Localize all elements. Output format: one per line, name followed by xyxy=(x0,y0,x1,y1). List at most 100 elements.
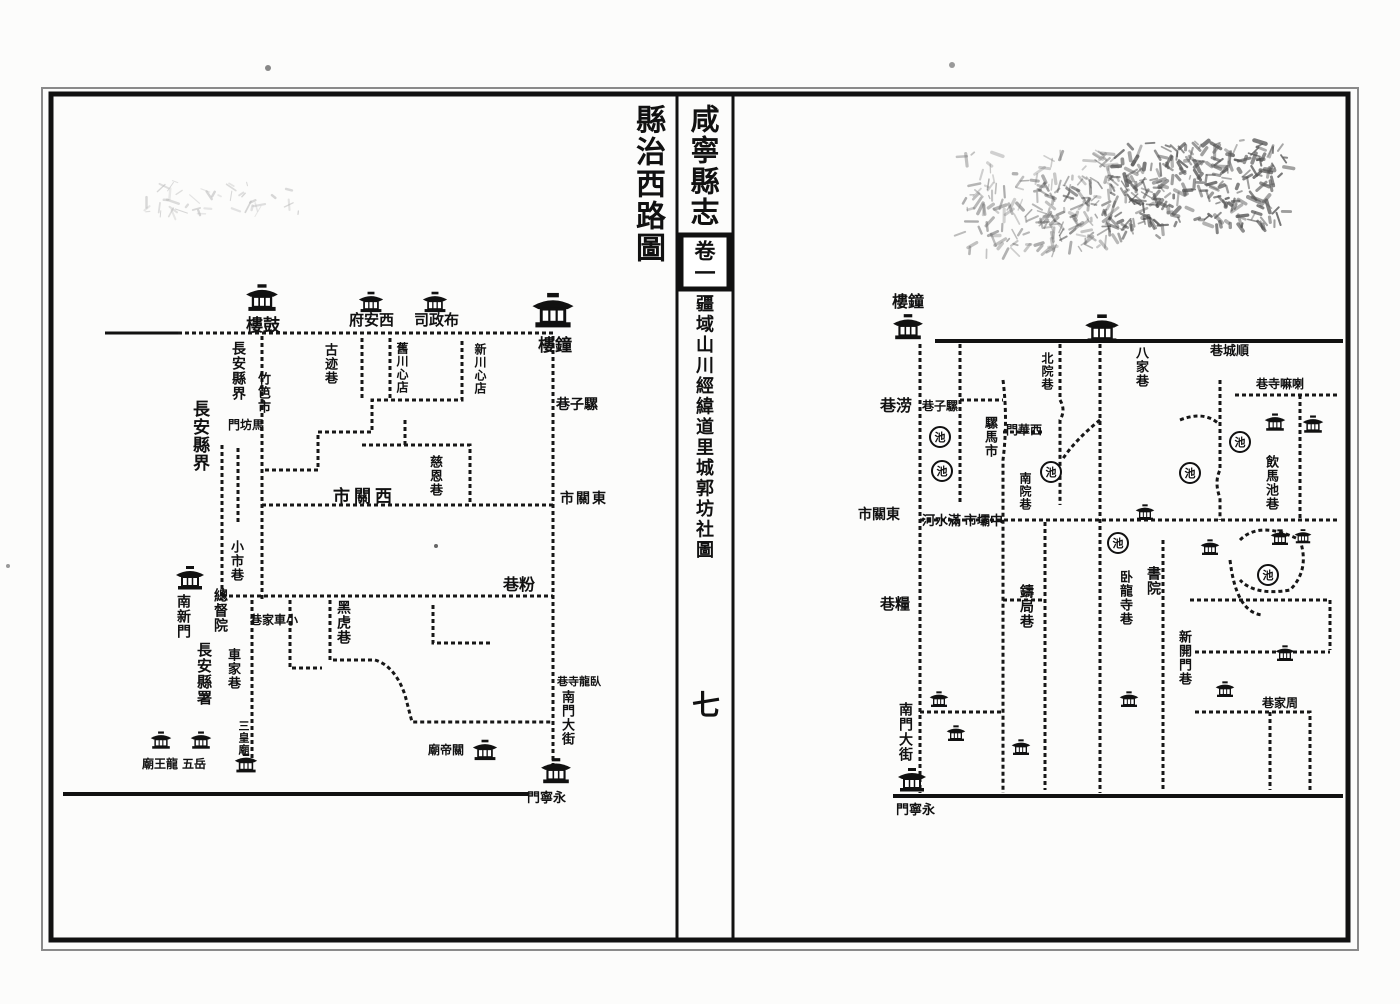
smudge-stroke xyxy=(1132,217,1136,228)
smudge-stroke xyxy=(986,161,994,168)
smudge-stroke xyxy=(1160,145,1172,153)
label-shuncheng-xiang: 順城巷 xyxy=(1210,344,1250,359)
smudge-stroke xyxy=(1247,218,1259,223)
smudge-stroke xyxy=(1168,203,1174,209)
smudge-stroke xyxy=(1006,204,1012,211)
smudge-stroke xyxy=(1062,184,1068,187)
smudge-stroke xyxy=(1158,162,1163,177)
smudge-stroke xyxy=(1051,243,1057,258)
smudge-stroke xyxy=(1206,183,1219,191)
smudge-stroke xyxy=(1207,212,1213,218)
ink-smudge xyxy=(143,138,1296,260)
label-wolongsi-xiang: 臥龍寺巷 xyxy=(557,675,601,688)
road-path xyxy=(362,443,472,505)
smudge-stroke xyxy=(1149,162,1153,172)
ink-speck xyxy=(265,65,271,71)
label-changan-shu: 長安縣署 xyxy=(195,642,213,706)
smudge-stroke xyxy=(1045,247,1055,254)
label-lao-xiang: 涝巷 xyxy=(880,396,913,415)
smudge-stroke xyxy=(1012,242,1019,247)
smudge-stroke xyxy=(167,182,174,192)
smudge-stroke xyxy=(1033,241,1045,247)
smudge-stroke xyxy=(1127,151,1133,163)
smudge-stroke xyxy=(250,204,254,212)
buzheng-si-icon xyxy=(421,290,449,314)
road-path xyxy=(328,600,553,724)
smudge-stroke xyxy=(1114,211,1123,218)
smudge-stroke xyxy=(1250,151,1258,165)
smudge-stroke xyxy=(1051,195,1055,206)
smudge-stroke xyxy=(1049,236,1056,253)
smudge-stroke xyxy=(1218,219,1223,229)
building-icon xyxy=(1134,503,1156,521)
map-title: 縣治西路圖 xyxy=(630,104,665,264)
building-icon xyxy=(1214,680,1236,698)
yongning-gate-icon xyxy=(896,766,928,793)
smudge-stroke xyxy=(1038,181,1047,191)
smudge-stroke xyxy=(1099,151,1116,157)
smudge-stroke xyxy=(1051,226,1056,240)
smudge-stroke xyxy=(1188,146,1194,161)
smudge-stroke xyxy=(1099,157,1111,168)
smudge-stroke xyxy=(1040,246,1052,257)
smudge-stroke xyxy=(1106,188,1111,201)
smudge-stroke xyxy=(1107,176,1113,182)
smudge-stroke xyxy=(1050,178,1053,191)
smudge-stroke xyxy=(159,210,162,218)
smudge-stroke xyxy=(1268,179,1274,193)
label-buzheng-si: 布政司 xyxy=(414,311,460,329)
smudge-stroke xyxy=(977,225,983,235)
smudge-stroke xyxy=(1120,180,1129,192)
smudge-stroke xyxy=(1200,146,1209,157)
smudge-stroke xyxy=(1068,240,1073,255)
smudge-stroke xyxy=(972,196,983,210)
smudge-stroke xyxy=(1048,215,1060,226)
smudge-stroke xyxy=(1280,154,1288,164)
smudge-stroke xyxy=(955,154,969,159)
smudge-stroke xyxy=(254,202,259,212)
smudge-stroke xyxy=(1096,244,1101,249)
smudge-stroke xyxy=(1090,195,1098,202)
label-sanhuang-miao: 三皇廟 xyxy=(237,720,250,756)
smudge-stroke xyxy=(1119,187,1127,197)
smudge-stroke xyxy=(1259,220,1264,229)
smudge-stroke xyxy=(171,180,179,184)
smudge-stroke xyxy=(1058,228,1065,237)
smudge-stroke xyxy=(1256,204,1265,210)
smudge-stroke xyxy=(1097,150,1104,156)
building-icon xyxy=(945,724,967,742)
smudge-stroke xyxy=(1217,183,1227,189)
label-chejia-xiang: 車家巷 xyxy=(225,648,240,690)
smudge-stroke xyxy=(1170,173,1175,186)
smudge-stroke xyxy=(1062,194,1075,200)
smudge-stroke xyxy=(1054,187,1061,194)
smudge-stroke xyxy=(228,182,235,187)
smudge-stroke xyxy=(1043,155,1055,162)
smudge-stroke xyxy=(1155,168,1161,178)
smudge-stroke xyxy=(1094,213,1099,219)
smudge-stroke xyxy=(1015,175,1025,188)
smudge-stroke xyxy=(1140,191,1153,199)
smudge-stroke xyxy=(1240,222,1244,228)
smudge-stroke xyxy=(1164,154,1173,168)
smudge-stroke xyxy=(1081,175,1088,180)
smudge-stroke xyxy=(992,203,1008,211)
label-beiyuan-xiang: 北院巷 xyxy=(1040,352,1054,391)
label-yongning-men: 永寧門 xyxy=(896,803,936,818)
smudge-stroke xyxy=(1214,211,1222,219)
road-path xyxy=(1190,598,1332,650)
smudge-stroke xyxy=(1229,150,1232,161)
smudge-stroke xyxy=(1092,152,1105,161)
smudge-stroke xyxy=(270,193,277,200)
smudge-stroke xyxy=(1134,202,1141,205)
smudge-stroke xyxy=(1044,200,1057,211)
smudge-stroke xyxy=(1227,160,1234,172)
smudge-stroke xyxy=(1210,156,1222,163)
smudge-stroke xyxy=(1240,216,1247,221)
smudge-stroke xyxy=(1089,177,1099,183)
smudge-stroke xyxy=(1119,227,1125,231)
smudge-stroke xyxy=(1083,243,1094,249)
smudge-stroke xyxy=(1191,141,1202,152)
smudge-stroke xyxy=(1259,216,1269,227)
smudge-stroke xyxy=(1221,168,1229,174)
